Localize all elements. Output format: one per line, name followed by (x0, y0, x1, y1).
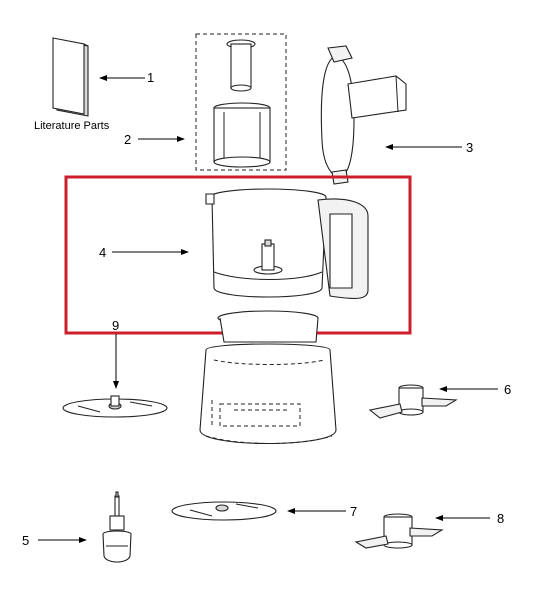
callout-3: 3 (466, 140, 473, 155)
callout-8: 8 (497, 511, 504, 526)
disc-adapter-stem (102, 491, 132, 563)
motor-base (199, 310, 337, 445)
callout-4: 4 (99, 245, 106, 260)
multipurpose-blade (368, 384, 458, 419)
shredding-disc (171, 501, 277, 521)
callout-7: 7 (350, 504, 357, 519)
literature-booklet (52, 37, 89, 117)
work-bowl-lid (320, 45, 407, 185)
callout-2: 2 (124, 132, 131, 147)
callout-5: 5 (22, 533, 29, 548)
slicing-disc (62, 395, 168, 418)
callout-1: 1 (147, 70, 154, 85)
dough-blade (354, 513, 444, 549)
literature-parts-label: Literature Parts (34, 120, 110, 132)
callout-6: 6 (504, 382, 511, 397)
callout-9: 9 (112, 318, 119, 333)
work-bowl (205, 188, 369, 300)
food-pusher-assembly (195, 33, 287, 171)
